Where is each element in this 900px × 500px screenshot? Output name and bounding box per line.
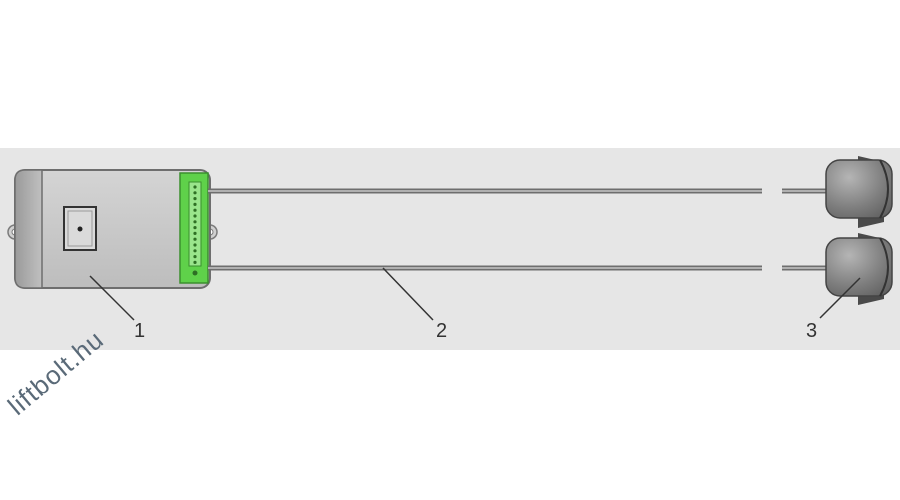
terminal-pins <box>193 185 197 264</box>
terminal-pin <box>193 260 197 264</box>
terminal-pin <box>193 197 197 201</box>
terminal-pin <box>193 231 197 235</box>
terminal-pin <box>193 243 197 247</box>
callout-leader-2 <box>382 267 434 321</box>
callout-leader-1 <box>89 275 135 321</box>
terminal-pin <box>193 208 197 212</box>
terminal-pin <box>193 185 197 189</box>
callout-label-3: 3 <box>806 320 817 342</box>
cable <box>208 188 826 271</box>
terminal-pin <box>193 202 197 206</box>
control-unit-end-cap <box>14 169 43 289</box>
indicator-led <box>77 226 83 232</box>
sensor-head-lower <box>825 233 893 305</box>
callout-label-2: 2 <box>436 320 447 342</box>
terminal-pin <box>193 255 197 259</box>
callout-leader-3 <box>819 277 861 319</box>
terminal-pin <box>193 226 197 230</box>
callout-label-1: 1 <box>134 320 145 342</box>
sensor-head-upper <box>825 156 893 228</box>
terminal-pin <box>193 249 197 253</box>
terminal-pin <box>193 237 197 241</box>
terminal-pin <box>193 220 197 224</box>
control-unit <box>7 169 218 289</box>
terminal-pin <box>193 191 197 195</box>
terminal-pin <box>193 214 197 218</box>
